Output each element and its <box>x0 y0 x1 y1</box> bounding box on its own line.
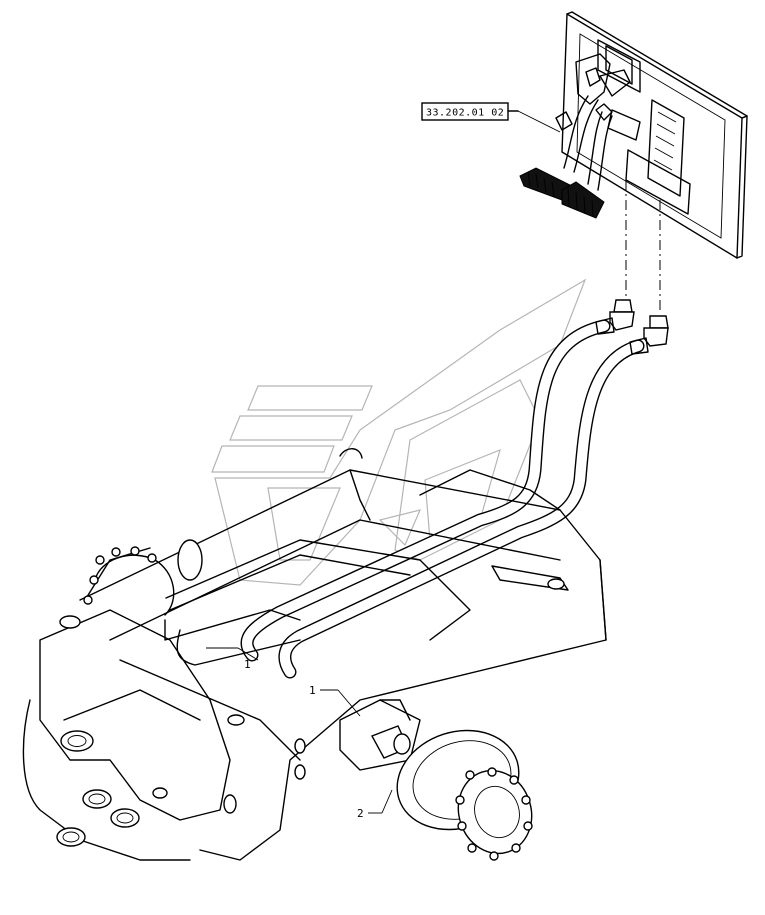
axle-housing <box>22 448 607 861</box>
wheel-hub <box>396 729 533 861</box>
callout-1b: 1 <box>309 684 361 717</box>
brake-hoses <box>240 317 649 679</box>
callout-1a: 1 <box>206 647 259 671</box>
watermark-logo <box>211 278 587 586</box>
callout-label: 1 <box>309 684 316 697</box>
callout-2: 2 <box>357 789 393 820</box>
brake-pedal-assembly <box>519 11 748 259</box>
hose-fittings <box>609 299 669 347</box>
reference-code: 33.202.01 02 <box>426 108 504 119</box>
alignment-lines <box>625 180 661 314</box>
callout-label: 1 <box>244 658 251 671</box>
callout-label: 2 <box>357 807 364 820</box>
reference-box: 33.202.01 02 <box>421 102 561 133</box>
